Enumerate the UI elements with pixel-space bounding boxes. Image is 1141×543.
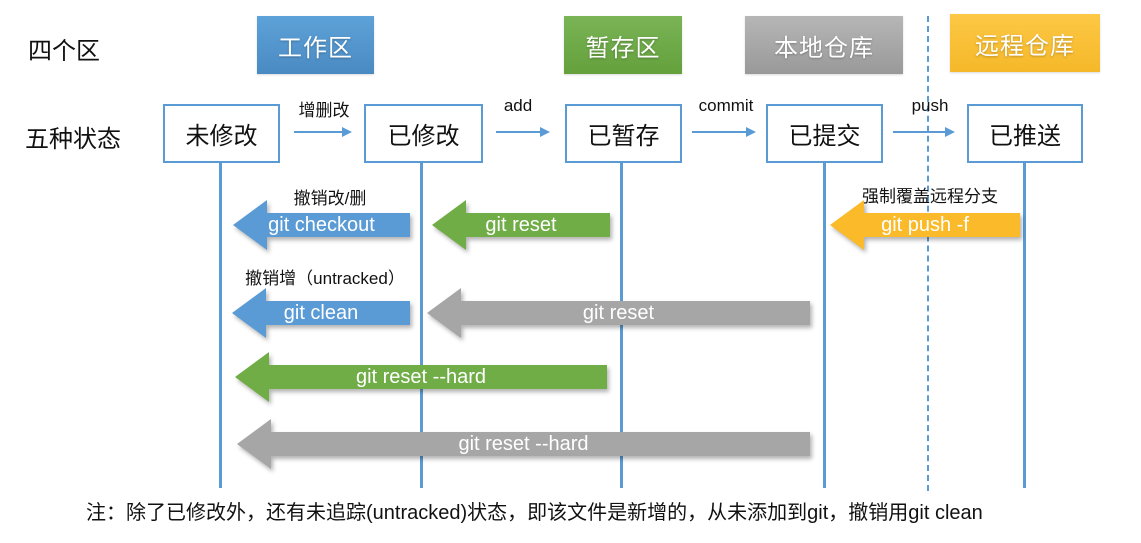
annotation-undo-modify: 撤销改/删 bbox=[293, 189, 367, 208]
arrow-commit bbox=[692, 127, 756, 137]
state-box-staged: 已暂存 bbox=[565, 104, 682, 163]
lifeline-unmodified bbox=[219, 161, 222, 488]
block-arrow-git-reset-committed: git reset bbox=[427, 288, 810, 338]
area-box-workspace: 工作区 bbox=[257, 16, 374, 74]
state-box-unmodified: 未修改 bbox=[163, 104, 280, 163]
lifeline-committed bbox=[823, 161, 826, 488]
area-box-local-repo: 本地仓库 bbox=[745, 16, 903, 74]
git-reset-staged-label: git reset bbox=[432, 200, 610, 250]
block-arrow-git-reset-hard-committed: git reset --hard bbox=[237, 419, 810, 469]
git-push-f-label: git push -f bbox=[830, 200, 1020, 250]
block-arrow-git-reset-staged: git reset bbox=[432, 200, 610, 250]
arrow-add bbox=[496, 127, 550, 137]
lifeline-pushed bbox=[1023, 161, 1026, 488]
areas-caption: 四个区 bbox=[28, 38, 100, 65]
state-box-committed: 已提交 bbox=[766, 104, 883, 163]
arrow-push bbox=[893, 127, 955, 137]
remote-boundary-dashed-line bbox=[927, 16, 929, 491]
block-arrow-git-reset-hard-staged: git reset --hard bbox=[235, 352, 607, 402]
block-arrow-git-checkout: git checkout bbox=[233, 200, 410, 250]
lifeline-modified bbox=[420, 161, 423, 488]
git-reset-hard-staged-label: git reset --hard bbox=[235, 352, 607, 402]
transition-label-push: push bbox=[911, 96, 949, 115]
state-box-pushed: 已推送 bbox=[967, 104, 1083, 163]
area-box-remote-repo: 远程仓库 bbox=[950, 14, 1100, 72]
transition-label-commit: commit bbox=[698, 96, 754, 115]
transition-label-add: add bbox=[503, 96, 533, 115]
git-clean-label: git clean bbox=[232, 288, 410, 338]
git-reset-committed-label: git reset bbox=[427, 288, 810, 338]
states-caption: 五种状态 bbox=[25, 126, 121, 153]
footnote: 注：除了已修改外，还有未追踪(untracked)状态，即该文件是新增的，从未添… bbox=[86, 502, 983, 524]
block-arrow-git-push-f: git push -f bbox=[830, 200, 1020, 250]
git-reset-hard-committed-label: git reset --hard bbox=[237, 419, 810, 469]
transition-label-modify: 增删改 bbox=[298, 101, 350, 120]
block-arrow-git-clean: git clean bbox=[232, 288, 410, 338]
arrow-modify bbox=[294, 127, 352, 137]
area-box-staging: 暂存区 bbox=[564, 16, 682, 74]
state-box-modified: 已修改 bbox=[364, 104, 483, 163]
annotation-force-overwrite: 强制覆盖远程分支 bbox=[862, 187, 998, 206]
annotation-undo-untracked: 撤销增（untracked） bbox=[245, 269, 405, 288]
